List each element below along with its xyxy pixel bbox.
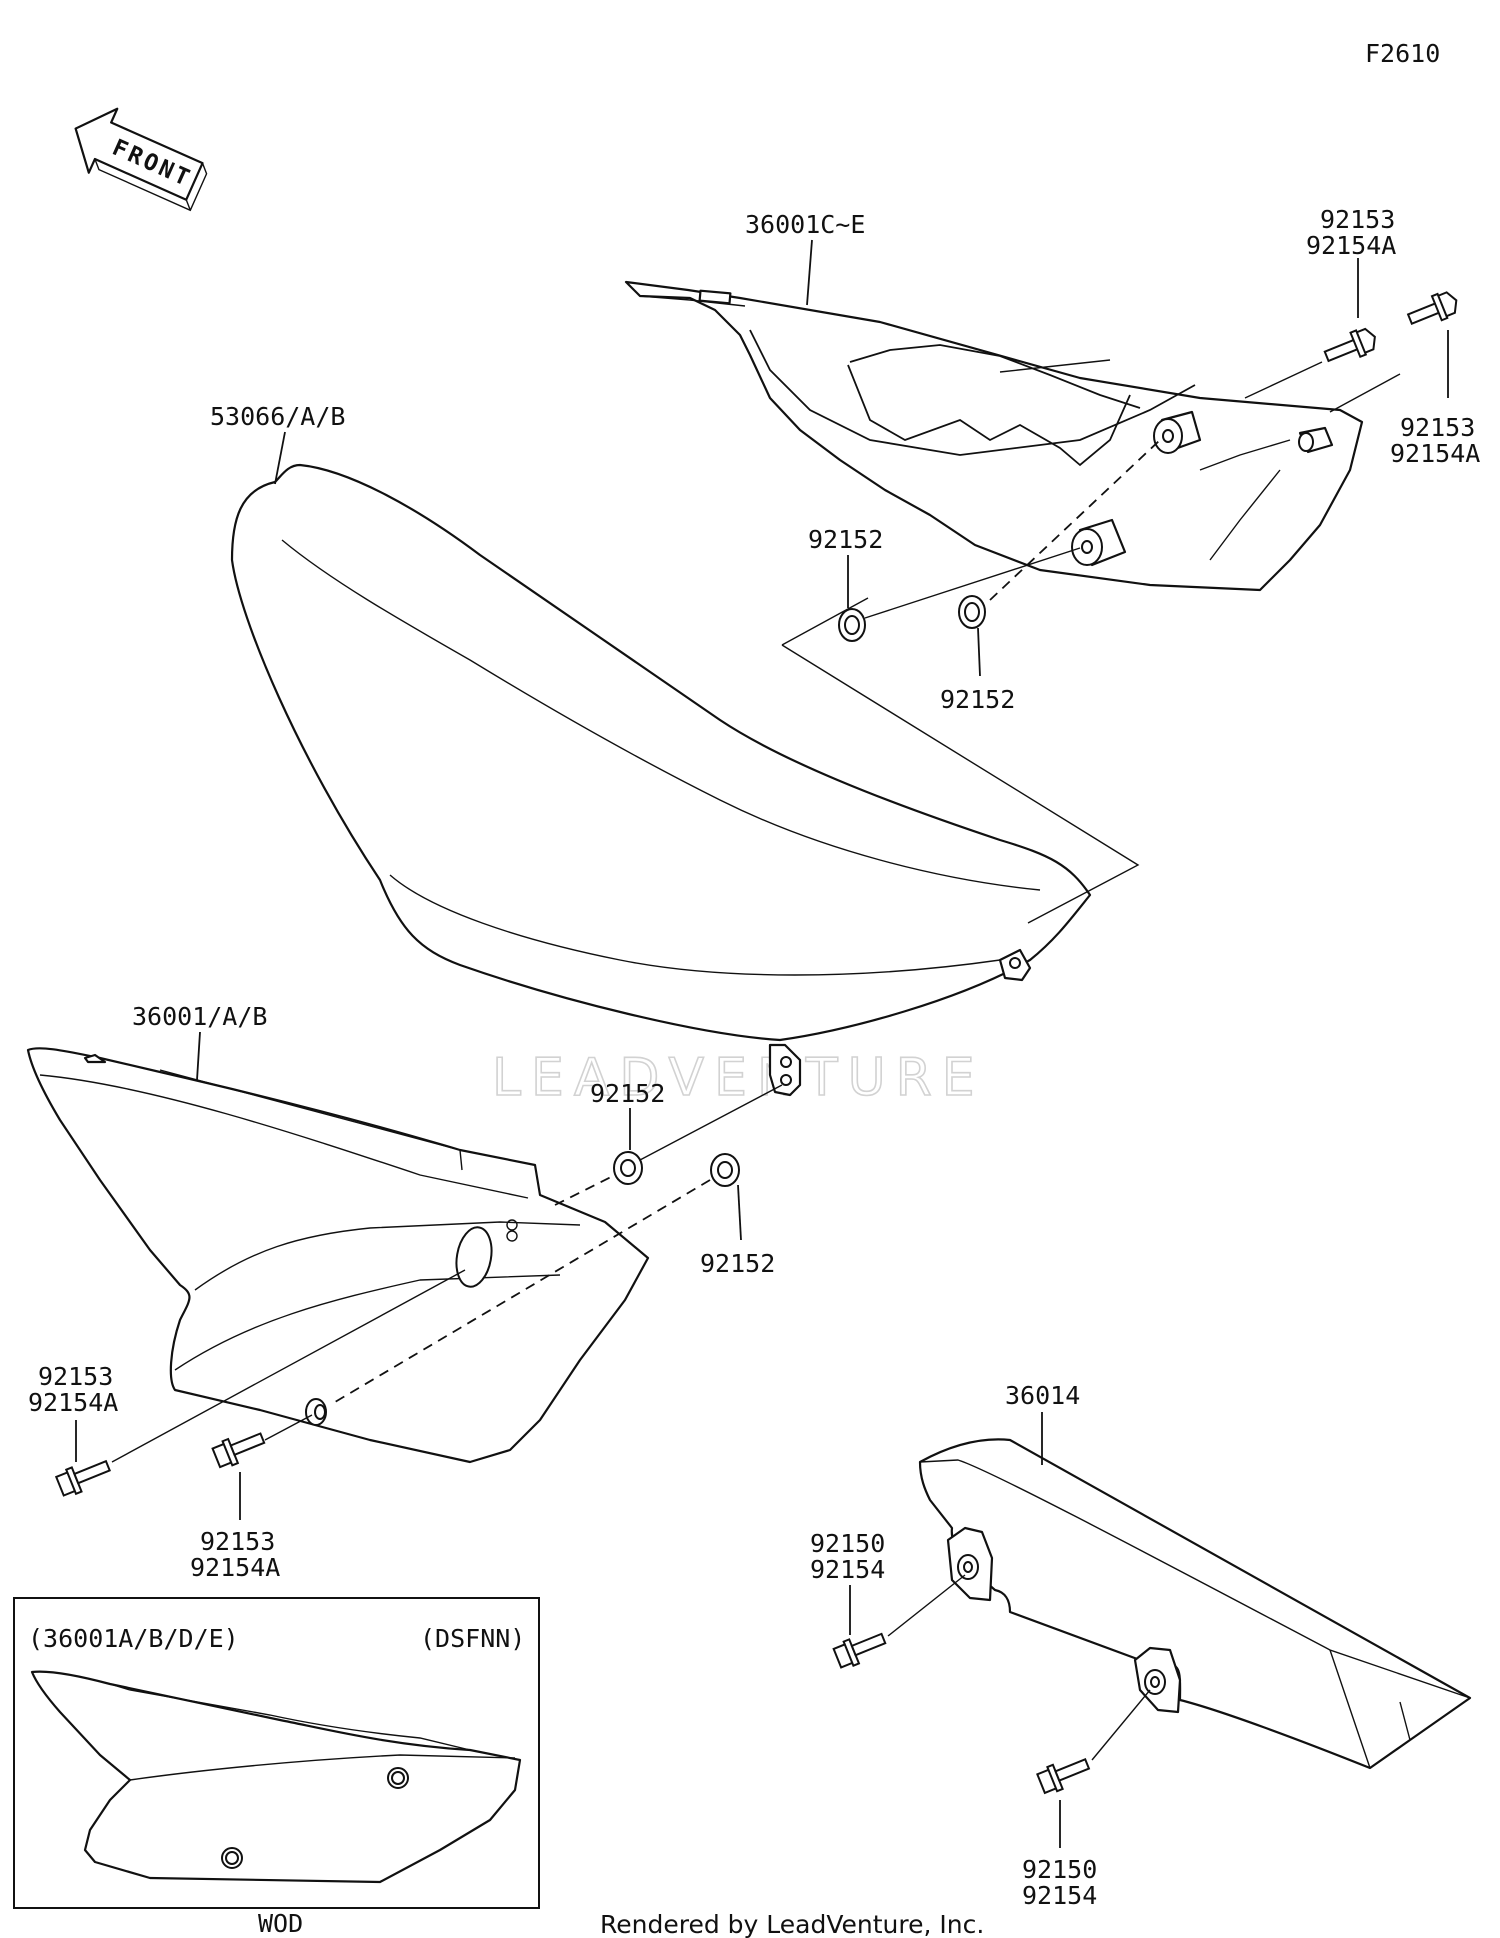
assembly-leader	[781, 644, 1140, 924]
label-bolt-chain-b-1: 92150	[1022, 1855, 1097, 1884]
front-cover-hole-lower	[305, 1398, 327, 1426]
inset-side-cover	[30, 1670, 522, 1884]
label-bolt-top-b-2: 92154A	[1390, 439, 1480, 468]
label-bolt-chain-a-2: 92154	[810, 1555, 885, 1584]
label-bolt-left-b-2: 92154A	[190, 1553, 280, 1582]
cover-spacer-lower	[1071, 518, 1127, 567]
label-bolt-left-a-2: 92154A	[28, 1388, 118, 1417]
label-grommet-top-b: 92152	[940, 685, 1015, 714]
label-front-side-cover: 36001/A/B	[132, 1002, 267, 1031]
label-grommet-mid-b: 92152	[700, 1249, 775, 1278]
front-side-cover	[26, 1047, 650, 1464]
grommet-mid-b	[710, 1153, 740, 1187]
label-bolt-left-a-1: 92153	[38, 1362, 113, 1391]
front-cover-hole-upper	[455, 1226, 493, 1288]
bolt-top-a	[1323, 327, 1376, 363]
bolt-chain-b	[1036, 1758, 1091, 1795]
label-rear-side-cover: 36001C~E	[745, 210, 865, 239]
credit-text: Rendered by LeadVenture, Inc.	[600, 1910, 984, 1938]
watermark-text: LEADVENTURE	[492, 1048, 985, 1108]
grommet-top-b	[958, 595, 986, 629]
bolt-top-b	[1406, 291, 1458, 325]
label-seat: 53066/A/B	[210, 402, 345, 431]
bolt-chain-a	[832, 1632, 887, 1669]
watermark: LEADVENTURE	[491, 834, 985, 1109]
inset-bottom-label: WOD	[258, 1909, 303, 1938]
label-bolt-chain-a-1: 92150	[810, 1529, 885, 1558]
seat	[230, 463, 1092, 1097]
variant-inset: (36001A/B/D/E) (DSFNN)	[13, 1597, 540, 1909]
inset-right-label: (DSFNN)	[420, 1624, 525, 1653]
bolt-left-b	[211, 1432, 266, 1469]
label-grommet-mid-a: 92152	[590, 1079, 665, 1108]
cover-tab	[1298, 426, 1334, 454]
chain-guard	[918, 1438, 1472, 1770]
grommet-mid-a	[613, 1151, 643, 1185]
cover-spacer-upper	[1153, 410, 1202, 454]
label-bolt-top-a-2: 92154A	[1306, 231, 1396, 260]
grommet-top-a	[838, 608, 866, 642]
label-bolt-top-b-1: 92153	[1400, 413, 1475, 442]
seat-bracket-rear	[998, 948, 1032, 982]
inset-left-label: (36001A/B/D/E)	[28, 1624, 239, 1653]
rear-side-cover	[624, 280, 1364, 592]
label-bolt-top-a-1: 92153	[1320, 205, 1395, 234]
label-bolt-left-b-1: 92153	[200, 1527, 275, 1556]
label-grommet-top-a: 92152	[808, 525, 883, 554]
label-chain-guard: 36014	[1005, 1381, 1080, 1410]
chain-guard-mount-lower	[1133, 1646, 1182, 1714]
seat-bracket-front	[768, 1043, 802, 1097]
chain-guard-mount-upper	[946, 1526, 994, 1602]
bolt-left-a	[54, 1459, 112, 1497]
figure-code: F2610	[1365, 39, 1440, 68]
front-arrow-icon: FRONT	[74, 107, 208, 212]
label-bolt-chain-b-2: 92154	[1022, 1881, 1097, 1910]
